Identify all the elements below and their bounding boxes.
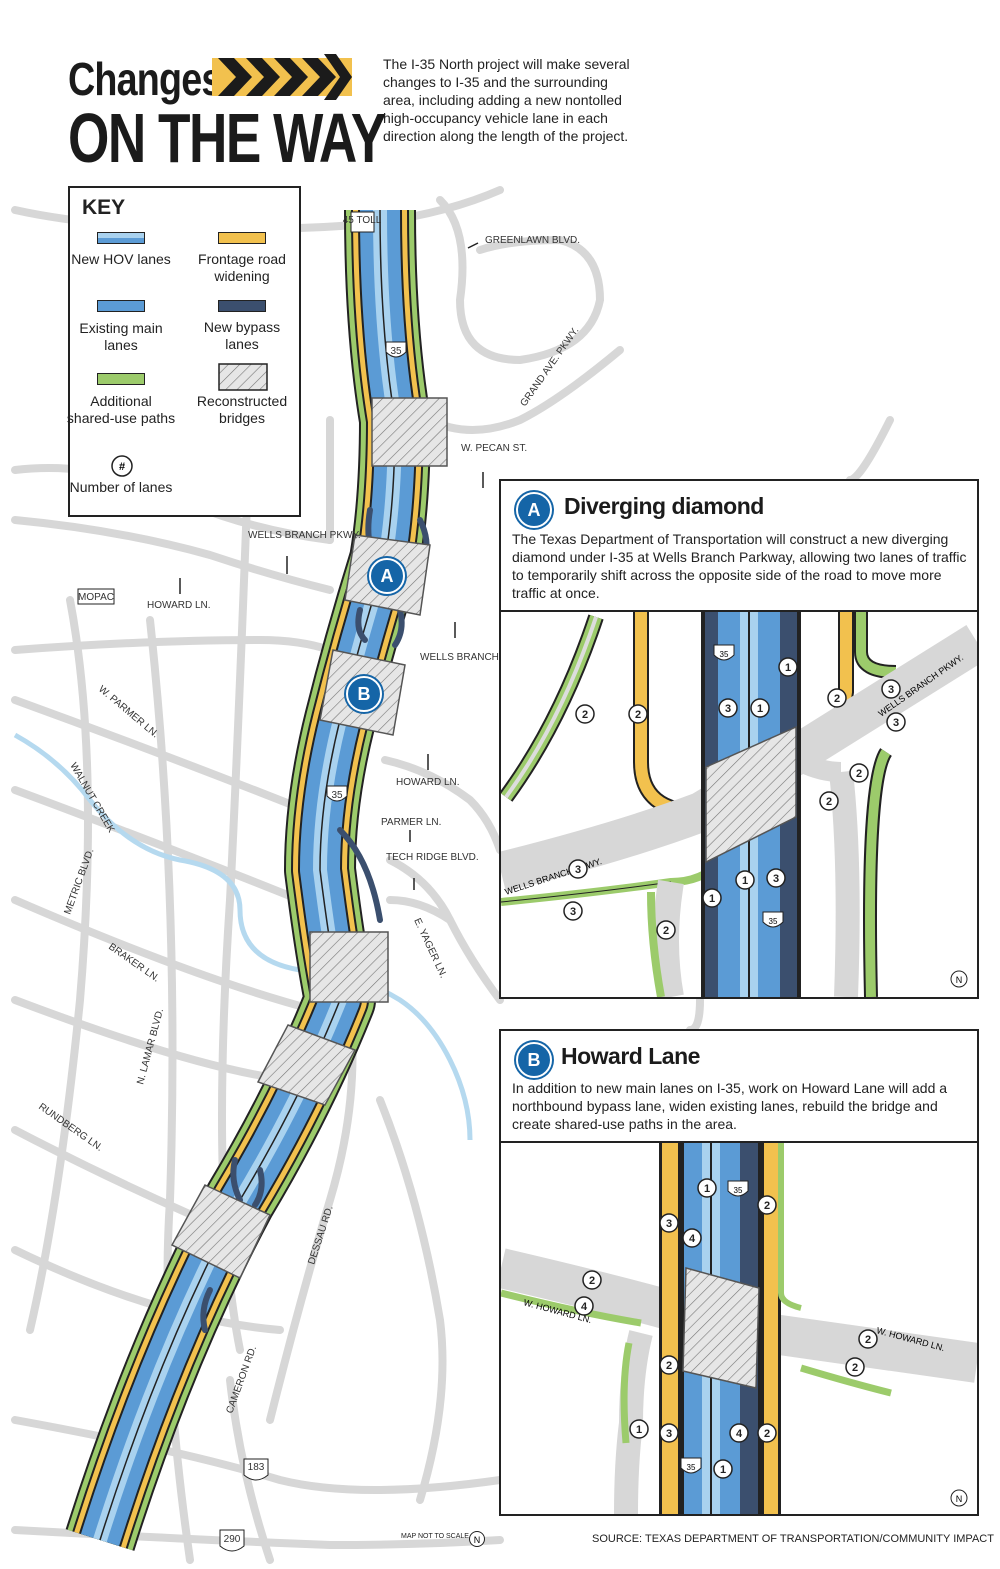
label-howard-1: HOWARD LN. [147, 600, 211, 611]
map-key: KEY New HOV lanes Frontage road widening… [66, 186, 301, 517]
svg-text:2: 2 [865, 1334, 871, 1346]
svg-text:35: 35 [734, 1186, 743, 1195]
lane-number-icon: # [111, 455, 133, 477]
svg-text:35: 35 [687, 1463, 696, 1472]
svg-text:3: 3 [575, 864, 581, 876]
label-greenlawn: GREENLAWN BLVD. [485, 235, 580, 246]
panel-b-detail-map: 35 35 W. HOWARD LN. W. HOWARD LN. N 1 2 … [501, 1143, 977, 1514]
swatch-main [97, 300, 145, 312]
label-dessau: DESSAU RD. [306, 1204, 335, 1266]
svg-text:2: 2 [582, 709, 588, 721]
key-label-bypass: New bypass lanes [203, 319, 281, 352]
svg-text:N: N [956, 1494, 963, 1504]
svg-text:35: 35 [769, 917, 778, 926]
panel-a-title: Diverging diamond [564, 493, 764, 519]
panel-b-title: Howard Lane [561, 1043, 700, 1069]
svg-text:4: 4 [689, 1233, 696, 1245]
panel-diverging-diamond: A Diverging diamond The Texas Department… [499, 479, 979, 999]
svg-text:290: 290 [224, 1534, 241, 1545]
svg-text:183: 183 [248, 1462, 265, 1473]
svg-text:1: 1 [704, 1183, 710, 1195]
panel-b-divider [501, 1141, 977, 1143]
label-wells-branch-1: WELLS BRANCH PKWY. [248, 530, 361, 541]
key-label-path: Additional shared-use paths [66, 393, 176, 426]
intro-text: The I-35 North project will make several… [383, 56, 630, 144]
key-label-bridge: Reconstructed bridges [196, 393, 288, 426]
svg-text:4: 4 [736, 1428, 743, 1440]
svg-text:2: 2 [856, 768, 862, 780]
svg-text:3: 3 [725, 703, 731, 715]
svg-text:2: 2 [852, 1362, 858, 1374]
label-wells-branch-2: WELLS BRANCH PKWY. [420, 652, 533, 663]
svg-text:35: 35 [331, 790, 343, 801]
label-w-pecan: W. PECAN ST. [461, 443, 527, 454]
key-label-frontage: Frontage road widening [198, 251, 286, 284]
svg-text:1: 1 [785, 662, 791, 674]
svg-text:1: 1 [742, 875, 748, 887]
svg-text:3: 3 [666, 1218, 672, 1230]
title-line2: ON THE WAY [68, 99, 386, 177]
street-arrows [179, 242, 484, 890]
label-metric: METRIC BLVD. [62, 847, 96, 916]
label-howard-2: HOWARD LN. [396, 777, 460, 788]
svg-text:3: 3 [773, 873, 779, 885]
swatch-frontage [218, 232, 266, 244]
svg-text:4: 4 [581, 1301, 588, 1313]
label-e-yager: E. YAGER LN. [411, 917, 448, 980]
svg-text:35: 35 [720, 650, 729, 659]
panel-b-body: In addition to new main lanes on I-35, w… [512, 1080, 948, 1132]
label-grand-ave: GRAND AVE. PKWY. [518, 325, 581, 408]
svg-text:1: 1 [757, 703, 763, 715]
svg-text:2: 2 [635, 709, 641, 721]
swatch-path [97, 373, 145, 385]
svg-text:N: N [956, 975, 963, 985]
svg-text:45 TOLL: 45 TOLL [343, 215, 382, 226]
key-label-lanes: Number of lanes [69, 479, 173, 495]
svg-text:2: 2 [663, 925, 669, 937]
label-tech-ridge: TECH RIDGE BLVD. [386, 852, 479, 863]
callout-a-badge[interactable]: A [369, 558, 405, 594]
key-label-hov: New HOV lanes [71, 251, 171, 267]
svg-text:3: 3 [888, 684, 894, 696]
svg-text:2: 2 [666, 1360, 672, 1372]
source-note: SOURCE: TEXAS DEPARTMENT OF TRANSPORTATI… [592, 1533, 994, 1545]
title-line1: Changes [68, 53, 222, 105]
svg-text:2: 2 [589, 1275, 595, 1287]
label-mopac: MOPAC [78, 592, 114, 603]
svg-text:3: 3 [893, 717, 899, 729]
panel-a-badge: A [516, 492, 552, 528]
svg-text:3: 3 [666, 1428, 672, 1440]
svg-text:1: 1 [636, 1424, 642, 1436]
swatch-hov [97, 232, 145, 244]
svg-text:35: 35 [390, 346, 402, 357]
chevron-arrows-icon [212, 54, 352, 100]
panel-b-badge: B [516, 1042, 552, 1078]
walnut-creek [13, 732, 473, 1141]
svg-text:1: 1 [709, 893, 715, 905]
svg-text:2: 2 [764, 1428, 770, 1440]
panel-a-body: The Texas Department of Transportation w… [512, 531, 967, 601]
key-title: KEY [82, 196, 126, 219]
svg-text:2: 2 [826, 796, 832, 808]
svg-text:2: 2 [764, 1200, 770, 1212]
key-label-main: Existing main lanes [79, 320, 163, 353]
svg-text:3: 3 [570, 906, 576, 918]
panel-howard-lane: B Howard Lane In addition to new main la… [499, 1029, 979, 1516]
panel-a-detail-map: 35 35 WELLS BRANCH PKWY. WELLS BRANCH PK… [501, 612, 977, 997]
svg-text:#: # [119, 461, 125, 473]
swatch-bridge [218, 363, 268, 391]
scale-note: MAP NOT TO SCALE [401, 1533, 469, 1540]
svg-text:N: N [474, 1535, 481, 1545]
panel-a-divider [501, 610, 977, 612]
bypass-lanes [200, 507, 430, 1333]
label-parmer: PARMER LN. [381, 817, 441, 828]
map-shields: 45 TOLL 35 35 183 290 [219, 211, 407, 1552]
north-arrow-icon: N [469, 1531, 485, 1547]
callout-b-badge[interactable]: B [346, 676, 382, 712]
svg-text:1: 1 [720, 1464, 726, 1476]
svg-text:2: 2 [834, 693, 840, 705]
swatch-bypass [218, 300, 266, 312]
